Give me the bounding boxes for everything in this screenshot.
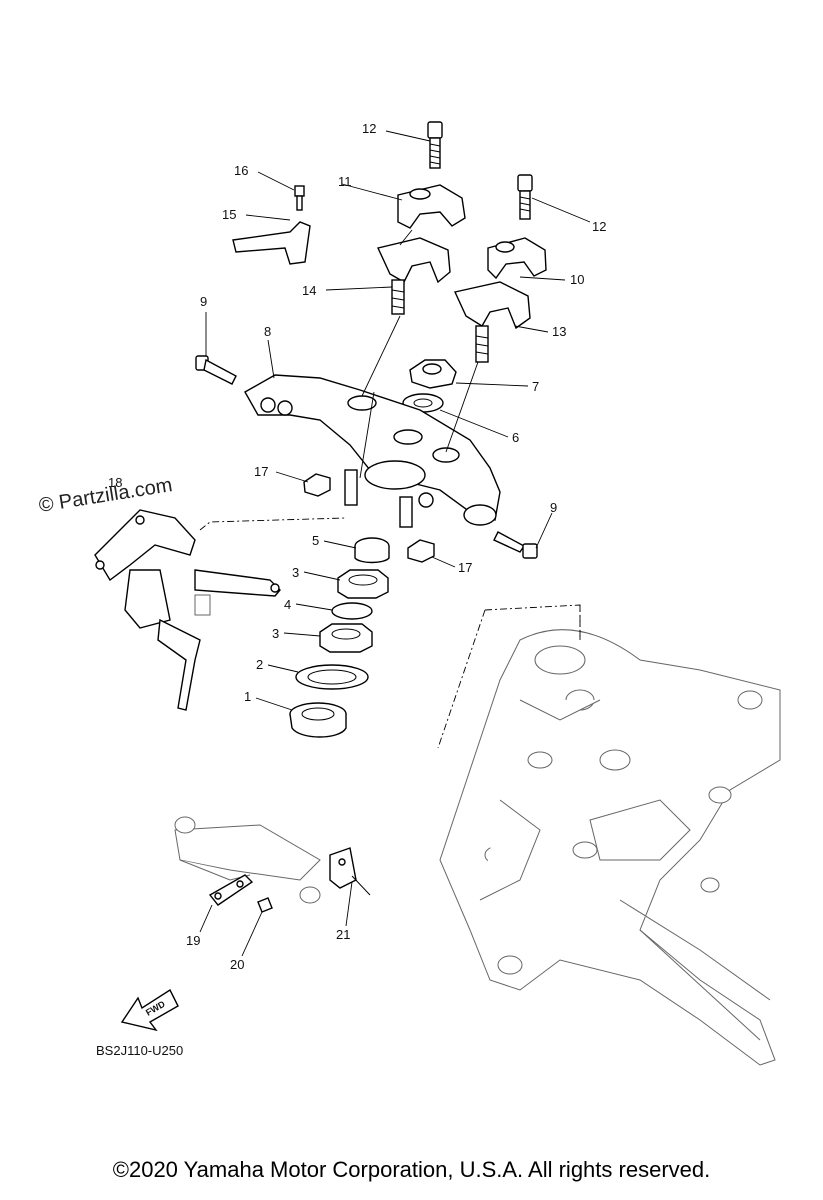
bolt-12-right (517, 174, 533, 220)
seal-2 (295, 664, 369, 690)
callout-11: 11 (338, 174, 352, 189)
callout-16: 16 (234, 163, 248, 178)
bolt-12-left (427, 121, 443, 169)
callout-numbers: 12 12 11 16 15 14 10 13 9 8 7 6 17 17 9 … (108, 121, 606, 972)
callout-7: 7 (532, 379, 539, 394)
upper-holder-10 (487, 237, 547, 280)
copyright-notice: ©2020 Yamaha Motor Corporation, U.S.A. A… (112, 1157, 711, 1182)
nut-3-lower (319, 623, 373, 653)
bolt-9-left (195, 355, 237, 385)
callout-18: 18 (108, 475, 122, 490)
nut-17-left (303, 473, 331, 497)
fwd-arrow-icon: FWD (120, 988, 179, 1032)
callout-15: 15 (222, 207, 236, 222)
dashed-lead-frame (437, 605, 581, 749)
bracket-15 (232, 221, 311, 265)
lower-holder-14 (377, 237, 451, 315)
callout-9: 9 (200, 294, 207, 309)
frame-outline (439, 629, 781, 1066)
callout-17: 17 (254, 464, 268, 479)
callout-9: 9 (550, 500, 557, 515)
sensor-21 (329, 847, 371, 896)
callout-20: 20 (230, 957, 244, 972)
bolt-20 (257, 897, 273, 913)
diagram-code: BS2J110-U250 (96, 1043, 183, 1058)
callout-6: 6 (512, 430, 519, 445)
callout-5: 5 (312, 533, 319, 548)
callout-21: 21 (336, 927, 350, 942)
dashed-lead-18 (199, 517, 346, 531)
callout-17: 17 (458, 560, 472, 575)
leader-lines (199, 130, 591, 957)
bolt-9-right (493, 531, 538, 559)
nut-7 (409, 359, 457, 389)
nut-3-upper (337, 569, 389, 599)
callout-3: 3 (272, 626, 279, 641)
callout-19: 19 (186, 933, 200, 948)
watermark: © Partzilla.com (37, 474, 174, 517)
bolt-16 (294, 185, 305, 211)
lower-holder-13 (454, 281, 531, 363)
lower-frame-ghost (174, 816, 321, 904)
bracket-18 (94, 509, 281, 711)
callout-13: 13 (552, 324, 566, 339)
callout-2: 2 (256, 657, 263, 672)
callout-4: 4 (284, 597, 291, 612)
washer-4 (331, 602, 373, 620)
callout-12: 12 (592, 219, 606, 234)
callout-12: 12 (362, 121, 376, 136)
upper-holder-11 (397, 184, 466, 229)
plate-19 (208, 874, 254, 906)
callout-8: 8 (264, 324, 271, 339)
bearing-1 (289, 702, 347, 738)
upper-bracket-8 (244, 374, 501, 528)
nut-17-right (407, 539, 435, 563)
callout-1: 1 (244, 689, 251, 704)
callout-3: 3 (292, 565, 299, 580)
collar-5 (354, 537, 390, 564)
callout-10: 10 (570, 272, 584, 287)
callout-14: 14 (302, 283, 316, 298)
